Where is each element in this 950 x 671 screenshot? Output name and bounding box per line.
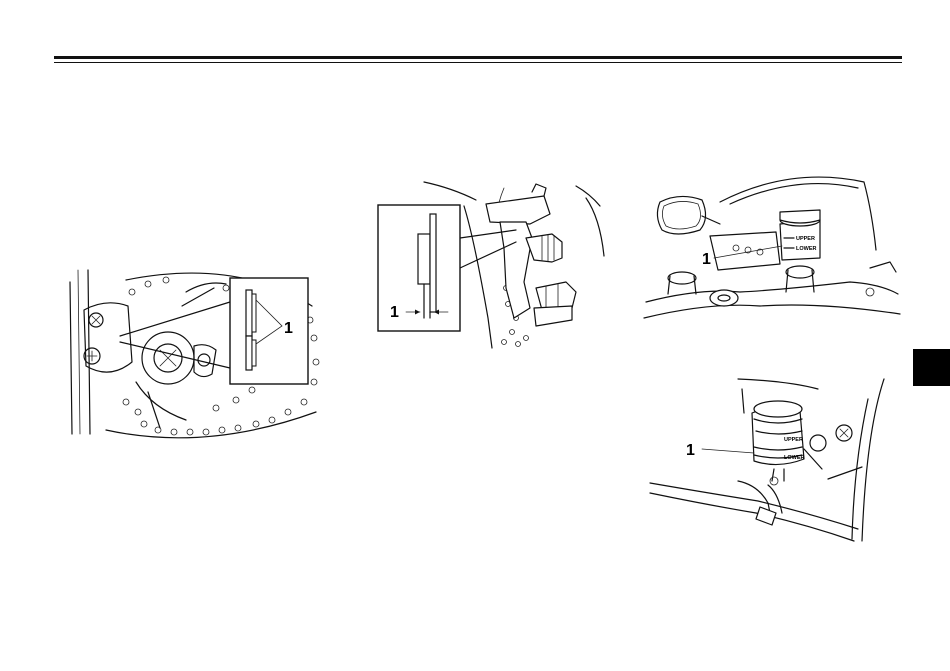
level-label-lower: LOWER: [784, 455, 804, 461]
figure-front-brake-reservoir: UPPER LOWER 1: [640, 172, 902, 322]
header-rule-thick: [54, 56, 902, 59]
level-label-upper: UPPER: [784, 437, 803, 443]
figure-brake-pad-wear-indicator: 1: [376, 178, 610, 352]
callout-number: 1: [390, 304, 399, 321]
front-brake-pads-illustration: 1: [66, 262, 322, 440]
callout-number: 1: [686, 442, 695, 459]
figure-front-brake-pads: 1: [66, 262, 322, 440]
figure-rear-brake-reservoir: UPPER LOWER 1: [648, 373, 894, 545]
brake-pad-wear-illustration: 1: [376, 178, 610, 352]
header-rule-thin: [54, 62, 902, 63]
section-tab: [913, 349, 950, 386]
rear-reservoir-illustration: UPPER LOWER 1: [648, 373, 894, 545]
callout-number: 1: [284, 320, 293, 337]
level-label-lower: LOWER: [796, 246, 816, 252]
front-reservoir-illustration: UPPER LOWER 1: [640, 172, 902, 322]
callout-number: 1: [702, 251, 711, 268]
level-label-upper: UPPER: [796, 236, 815, 242]
